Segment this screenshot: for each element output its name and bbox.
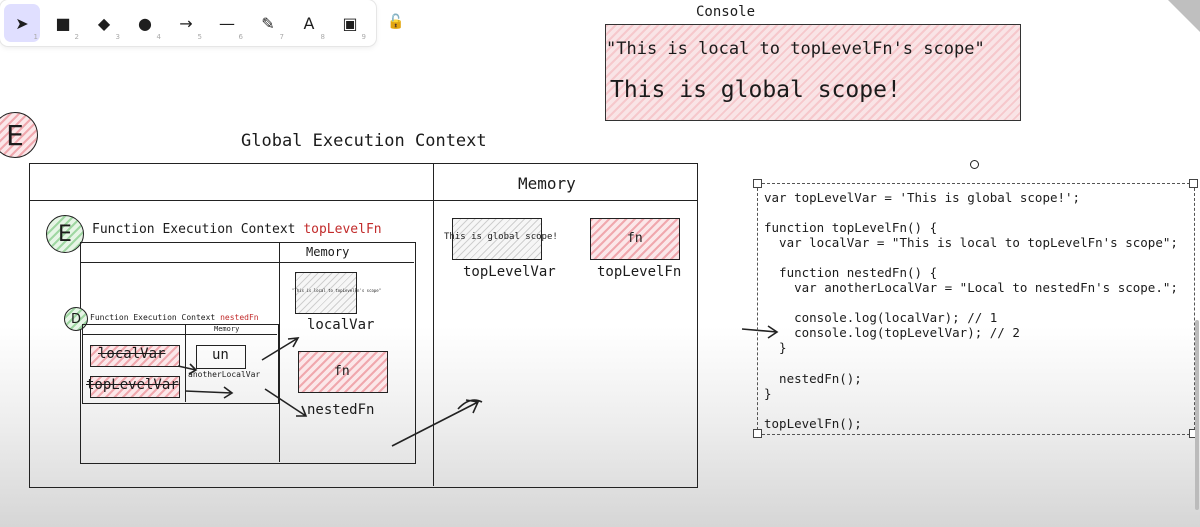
fec-title: Function Execution Context topLevelFn	[92, 222, 382, 237]
line-icon: —	[219, 13, 235, 33]
selection-icon: ➤	[15, 13, 29, 33]
nested-localvar-label: localVar	[98, 346, 166, 362]
gec-badge[interactable]: E	[0, 112, 38, 158]
nested-un-value: un	[212, 347, 229, 363]
code-text[interactable]: var topLevelVar = 'This is global scope!…	[764, 190, 1178, 431]
nested-toplevelvar-label: topLevelVar	[86, 377, 179, 393]
gec-divider	[433, 163, 434, 486]
localvar-value-box[interactable]	[295, 272, 357, 314]
arrow-tool-button[interactable]: →5	[168, 4, 204, 42]
nested-frame[interactable]	[82, 324, 279, 404]
nested-badge[interactable]: D	[64, 307, 88, 331]
arrow-4	[264, 388, 308, 417]
console-line-2: This is global scope!	[610, 77, 901, 103]
nested-fn-name: nestedFn	[220, 313, 259, 322]
text-icon: A	[303, 13, 315, 33]
line-tool-button[interactable]: —6	[209, 4, 245, 42]
diamond-tool-button[interactable]: ◆3	[86, 4, 122, 42]
localvar-name: localVar	[307, 317, 375, 333]
draw-tool-button[interactable]: ✎7	[250, 4, 286, 42]
toplevelvar-value-box[interactable]	[452, 218, 542, 260]
console-line-1: "This is local to topLevelFn's scope"	[606, 39, 985, 59]
toplevelfn-value-box[interactable]	[590, 218, 680, 260]
gec-title: Global Execution Context	[241, 131, 487, 151]
nested-anotherlocalvar-label: anotherLocalVar	[188, 370, 261, 379]
nested-badge-letter: D	[70, 311, 81, 327]
nested-header-row	[82, 324, 277, 335]
ellipse-icon: ●	[138, 13, 152, 33]
rectangle-tool-button[interactable]: ■2	[45, 4, 81, 42]
tool-shortcut-number: 1	[33, 33, 38, 41]
scrollbar[interactable]	[1195, 320, 1199, 510]
rectangle-icon: ■	[55, 13, 71, 33]
rotate-handle[interactable]	[970, 160, 979, 169]
toplevelfn-name: topLevelFn	[597, 264, 682, 280]
handle-bottom-left[interactable]	[753, 429, 762, 438]
fec-divider	[279, 242, 280, 462]
localvar-value: "This is local to topLevelFn's scope"	[292, 288, 382, 293]
toplevelvar-name: topLevelVar	[463, 264, 556, 280]
nested-title-text: Function Execution Context	[90, 313, 216, 322]
nestedfn-name: nestedFn	[307, 402, 375, 418]
nestedfn-value: fn	[334, 364, 350, 379]
selection-tool-button[interactable]: ➤1	[4, 4, 40, 42]
arrow-7	[741, 325, 779, 339]
nested-divider	[185, 324, 186, 402]
toplevelvar-value: This is global scope!	[444, 232, 558, 242]
fec-header-row	[80, 242, 414, 263]
arrow-2	[177, 363, 198, 375]
image-icon: ▣	[342, 13, 358, 33]
draw-icon: ✎	[261, 13, 275, 33]
console-title: Console	[696, 4, 756, 20]
corner-fold	[1168, 0, 1200, 32]
handle-top-right[interactable]	[1189, 179, 1198, 188]
gec-memory-label: Memory	[518, 174, 576, 193]
tool-shortcut-number: 7	[279, 33, 284, 41]
fec-frame[interactable]	[80, 242, 416, 464]
nested-localvar-box[interactable]	[90, 345, 180, 367]
arrow-3	[184, 386, 234, 399]
diamond-icon: ◆	[97, 13, 111, 33]
tool-shortcut-number: 9	[361, 33, 366, 41]
fec-memory-label: Memory	[306, 245, 350, 259]
arrow-6	[457, 399, 483, 410]
fec-badge-letter: E	[58, 221, 72, 247]
fec-fn-name: topLevelFn	[303, 222, 382, 237]
toplevelfn-value: fn	[627, 231, 643, 246]
tool-shortcut-number: 3	[115, 33, 120, 41]
tool-shortcut-number: 6	[238, 33, 243, 41]
handle-top-left[interactable]	[753, 179, 762, 188]
tool-shortcut-number: 4	[156, 33, 161, 41]
code-selection-box[interactable]	[757, 183, 1195, 435]
nested-memory-label: Memory	[214, 325, 240, 333]
tool-shortcut-number: 2	[74, 33, 79, 41]
fec-title-text: Function Execution Context	[92, 222, 296, 237]
nested-un-box[interactable]	[196, 345, 246, 369]
nestedfn-value-box[interactable]	[298, 351, 388, 393]
tool-shortcut-number: 5	[197, 33, 202, 41]
nested-toplevelvar-box[interactable]	[90, 376, 180, 398]
fec-badge[interactable]: E	[46, 215, 84, 253]
nested-title: Function Execution Context nestedFn	[90, 313, 259, 322]
arrow-5	[391, 399, 480, 447]
lock-icon[interactable]: 🔓	[387, 14, 405, 30]
arrow-1	[261, 337, 300, 361]
console-box[interactable]: "This is local to topLevelFn's scope" Th…	[605, 24, 1021, 121]
arrow-icon: →	[179, 13, 193, 33]
image-tool-button[interactable]: ▣9	[332, 4, 368, 42]
gec-badge-letter: E	[6, 118, 24, 152]
gec-header-row	[29, 163, 698, 201]
ellipse-tool-button[interactable]: ●4	[127, 4, 163, 42]
tool-shortcut-number: 8	[320, 33, 325, 41]
